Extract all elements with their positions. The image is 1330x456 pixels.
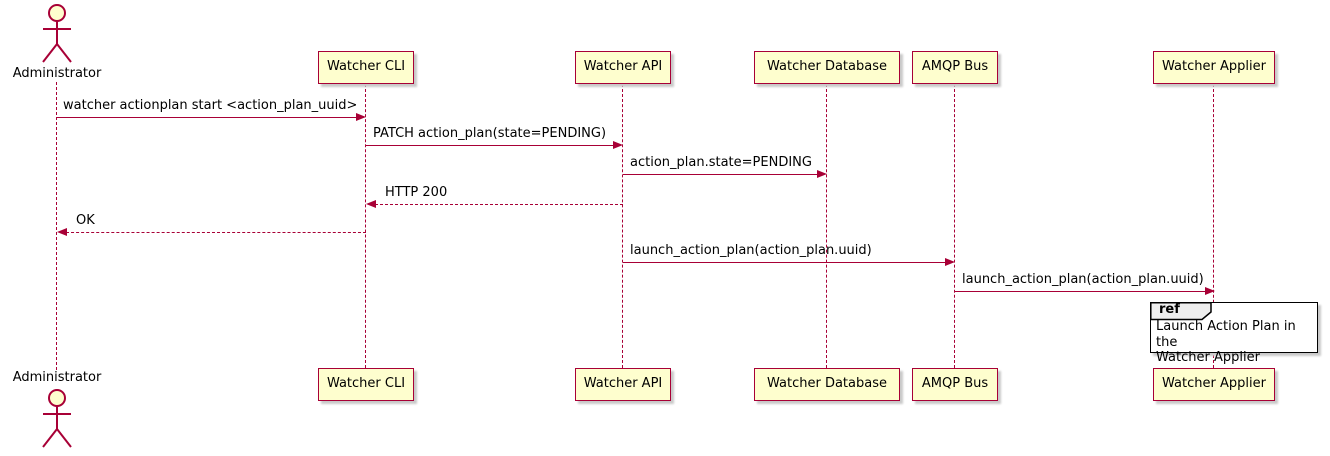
participant-top-watcher-applier: Watcher Applier (1153, 51, 1275, 84)
lifeline-watcher-cli (365, 84, 366, 368)
message-6-line (623, 262, 946, 263)
participant-bottom-amqp-bus: AMQP Bus (912, 368, 998, 401)
message-4-arrowhead (366, 200, 376, 208)
lifeline-administrator (56, 82, 57, 370)
message-2-label: PATCH action_plan(state=PENDING) (373, 126, 607, 141)
message-5-label: OK (76, 213, 95, 228)
message-4-label: HTTP 200 (385, 185, 448, 200)
lifeline-watcher-applier (1213, 84, 1214, 368)
actor-icon-bottom (42, 389, 72, 448)
ref-text: Launch Action Plan in the Watcher Applie… (1156, 319, 1296, 365)
message-7-line (955, 291, 1206, 292)
message-1-label: watcher actionplan start <action_plan_uu… (63, 98, 358, 113)
message-7-label: launch_action_plan(action_plan.uuid) (962, 272, 1204, 287)
participant-top-watcher-api: Watcher API (575, 51, 671, 84)
ref-keyword: ref (1159, 302, 1180, 317)
message-3-label: action_plan.state=PENDING (630, 155, 812, 170)
participant-top-amqp-bus: AMQP Bus (912, 51, 998, 84)
message-1-line (57, 117, 357, 118)
participant-bottom-watcher-database: Watcher Database (754, 368, 900, 401)
message-5-arrowhead (57, 228, 67, 236)
participant-top-watcher-cli: Watcher CLI (318, 51, 414, 84)
message-3-arrowhead (817, 170, 827, 178)
message-2-line (366, 145, 614, 146)
participant-top-watcher-database: Watcher Database (754, 51, 900, 84)
actor-label-top: Administrator (12, 66, 102, 81)
message-6-label: launch_action_plan(action_plan.uuid) (630, 243, 872, 258)
lifeline-watcher-api (622, 84, 623, 368)
lifeline-watcher-database (826, 84, 827, 368)
message-6-arrowhead (945, 258, 955, 266)
message-2-arrowhead (613, 141, 623, 149)
message-5-line (66, 232, 366, 233)
message-3-line (623, 174, 818, 175)
message-7-arrowhead (1205, 287, 1215, 295)
participant-bottom-watcher-cli: Watcher CLI (318, 368, 414, 401)
actor-icon-top (42, 4, 72, 63)
participant-bottom-watcher-api: Watcher API (575, 368, 671, 401)
participant-bottom-watcher-applier: Watcher Applier (1153, 368, 1275, 401)
ref-fragment: ref Launch Action Plan in the Watcher Ap… (1150, 302, 1318, 365)
ref-header-shape (1150, 302, 1212, 321)
message-4-line (375, 204, 623, 205)
actor-label-bottom: Administrator (12, 370, 102, 385)
lifeline-amqp-bus (954, 84, 955, 368)
message-1-arrowhead (356, 113, 366, 121)
